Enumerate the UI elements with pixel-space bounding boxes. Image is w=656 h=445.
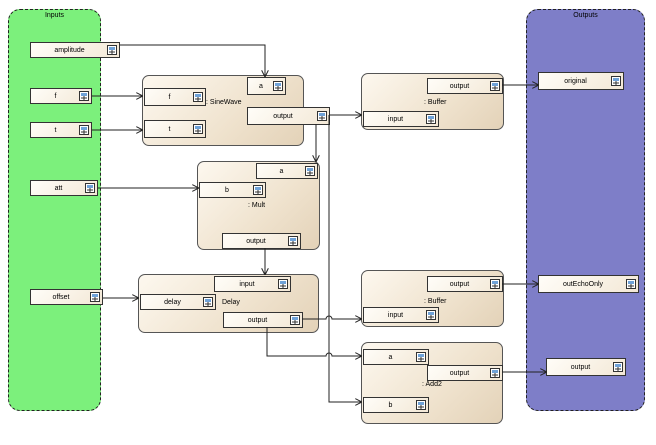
inputs-lane-title: Inputs: [44, 12, 65, 19]
sinewave-port-f-label: f: [168, 93, 171, 101]
buffer2-port-output[interactable]: output: [427, 276, 503, 292]
mult-block-name: : Mult: [248, 202, 266, 209]
buffer2-port-input[interactable]: input: [363, 307, 439, 323]
input-port-att-label: att: [54, 184, 63, 192]
block-element-icon: [253, 185, 263, 195]
buffer1-port-input[interactable]: input: [363, 111, 439, 127]
delay-port-delay-label: delay: [164, 298, 181, 306]
delay-port-input[interactable]: input: [214, 276, 291, 292]
add2-block[interactable]: a output b : Add2: [361, 342, 503, 424]
block-element-icon: [416, 400, 426, 410]
sinewave-block-name: : SineWave: [206, 99, 242, 106]
block-element-icon: [278, 279, 288, 289]
input-port-t[interactable]: t: [30, 122, 92, 138]
add2-port-a-label: a: [388, 353, 393, 361]
block-element-icon: [317, 111, 327, 121]
block-element-icon: [416, 352, 426, 362]
input-port-f-label: f: [54, 92, 57, 100]
block-element-icon: [611, 76, 621, 86]
delay-port-output[interactable]: output: [223, 312, 303, 328]
sinewave-port-t-label: t: [168, 125, 171, 133]
block-element-icon: [90, 292, 100, 302]
block-element-icon: [490, 279, 500, 289]
sinewave-port-output[interactable]: output: [247, 107, 330, 125]
mult-port-b[interactable]: b: [199, 182, 266, 198]
add2-port-output[interactable]: output: [427, 365, 503, 381]
sinewave-port-output-label: output: [273, 112, 293, 120]
mult-port-b-label: b: [225, 186, 229, 194]
sinewave-port-t[interactable]: t: [144, 120, 206, 138]
mult-port-a[interactable]: a: [256, 163, 318, 179]
inputs-lane: Inputs: [8, 9, 101, 411]
buffer1-port-output-label: output: [449, 82, 470, 90]
add2-port-b[interactable]: b: [363, 397, 429, 413]
block-element-icon: [305, 166, 315, 176]
input-port-offset[interactable]: offset: [30, 289, 103, 305]
delay-block[interactable]: input delay output Delay: [138, 274, 319, 333]
block-element-icon: [273, 81, 283, 91]
input-port-amplitude[interactable]: amplitude: [30, 42, 120, 58]
mult-port-output[interactable]: output: [222, 233, 301, 249]
block-element-icon: [85, 183, 95, 193]
block-element-icon: [107, 45, 117, 55]
add2-block-name: : Add2: [422, 381, 442, 388]
output-port-original[interactable]: original: [538, 72, 624, 90]
block-element-icon: [290, 315, 300, 325]
input-port-offset-label: offset: [52, 293, 70, 301]
sinewave-block[interactable]: a f output t : SineWave: [142, 75, 330, 146]
delay-port-output-label: output: [247, 316, 268, 324]
output-port-outEchoOnly-label: outEchoOnly: [562, 280, 604, 288]
input-port-f[interactable]: f: [30, 88, 92, 104]
output-port-output[interactable]: output: [546, 358, 626, 376]
block-element-icon: [193, 92, 203, 102]
input-port-att[interactable]: att: [30, 180, 98, 196]
add2-port-output-label: output: [449, 369, 470, 377]
block-element-icon: [426, 114, 436, 124]
buffer1-port-output[interactable]: output: [427, 78, 503, 94]
wire-delay-to-buffer2: [302, 316, 361, 319]
input-port-amplitude-label: amplitude: [54, 46, 85, 54]
block-element-icon: [288, 236, 298, 246]
mult-port-output-label: output: [246, 237, 266, 245]
buffer1-block-name: : Buffer: [424, 99, 447, 106]
sinewave-port-a-label: a: [259, 82, 263, 90]
buffer-block-1[interactable]: output input : Buffer: [361, 73, 504, 130]
wire-amplitude-to-sinewave-a: [120, 44, 265, 76]
sinewave-port-a[interactable]: a: [247, 77, 286, 95]
block-element-icon: [426, 310, 436, 320]
block-element-icon: [490, 81, 500, 91]
mult-block[interactable]: a b output : Mult: [197, 161, 320, 250]
block-element-icon: [626, 279, 636, 289]
buffer2-port-output-label: output: [449, 280, 470, 288]
delay-port-input-label: input: [239, 280, 255, 288]
block-element-icon: [79, 125, 89, 135]
block-element-icon: [193, 124, 203, 134]
output-port-original-label: original: [564, 77, 587, 85]
block-element-icon: [203, 297, 213, 307]
buffer2-block-name: : Buffer: [424, 298, 447, 305]
block-element-icon: [613, 362, 623, 372]
buffer1-port-input-label: input: [387, 115, 404, 123]
mult-port-a-label: a: [279, 167, 284, 175]
add2-port-b-label: b: [388, 401, 393, 409]
add2-port-a[interactable]: a: [363, 349, 429, 365]
delay-block-name: Delay: [222, 299, 240, 306]
input-port-t-label: t: [54, 126, 57, 134]
sinewave-port-f[interactable]: f: [144, 88, 206, 106]
delay-port-delay[interactable]: delay: [140, 294, 216, 310]
output-port-output-label: output: [570, 363, 591, 371]
buffer-block-2[interactable]: output input : Buffer: [361, 270, 504, 327]
buffer2-port-input-label: input: [387, 311, 404, 319]
block-element-icon: [490, 368, 500, 378]
outputs-lane-title: Outputs: [573, 12, 598, 19]
block-element-icon: [79, 91, 89, 101]
wire-delay-to-add2-a: [266, 327, 361, 356]
wire-sinewave-to-add2-b: [328, 115, 361, 402]
